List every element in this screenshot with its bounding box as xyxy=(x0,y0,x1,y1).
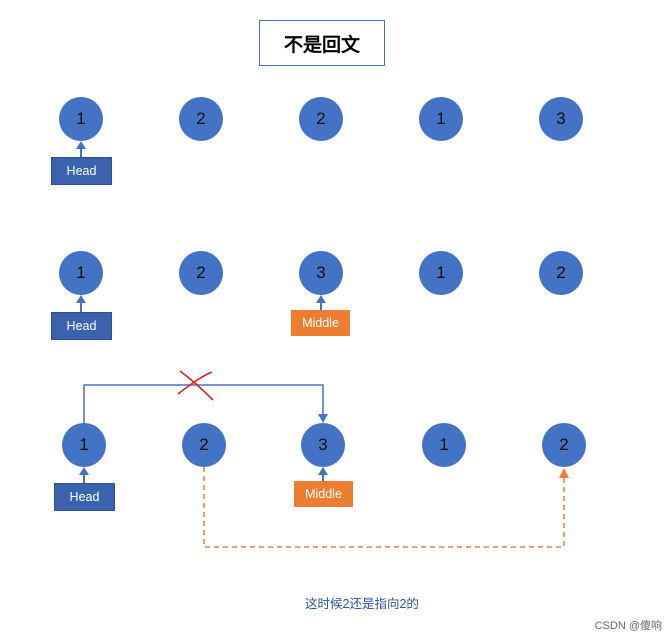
link-2-to-2-dashed-arrow xyxy=(203,467,569,548)
row3-node-3: 3 xyxy=(301,423,345,467)
row1-node-2: 2 xyxy=(179,97,223,141)
row2-node-4: 1 xyxy=(419,251,463,295)
row3-node-4: 1 xyxy=(422,423,466,467)
row3-node-1: 1 xyxy=(62,423,106,467)
row2-node-1: 1 xyxy=(59,251,103,295)
link-1-to-3-arrow xyxy=(83,384,328,424)
row3-node-5: 2 xyxy=(542,423,586,467)
row1-node-1: 1 xyxy=(59,97,103,141)
row3-node-2: 2 xyxy=(182,423,226,467)
row3-middle-pointer-arrow xyxy=(318,467,328,481)
row3-head-pointer-arrow xyxy=(79,467,89,483)
page-title: 不是回文 xyxy=(259,20,385,66)
row3-middle-tag: Middle xyxy=(294,481,353,507)
cross-mark xyxy=(177,370,214,401)
row2-head-tag: Head xyxy=(51,312,112,340)
row1-head-pointer-arrow xyxy=(76,141,86,158)
row1-node-5: 3 xyxy=(539,97,583,141)
row2-node-5: 2 xyxy=(539,251,583,295)
row1-node-3: 2 xyxy=(299,97,343,141)
caption: 这时候2还是指向2的 xyxy=(305,597,419,611)
watermark: CSDN @傻响 xyxy=(594,620,662,632)
row3-head-tag: Head xyxy=(54,483,115,511)
row1-node-4: 1 xyxy=(419,97,463,141)
row2-node-2: 2 xyxy=(179,251,223,295)
row2-middle-tag: Middle xyxy=(291,310,350,336)
row2-head-pointer-arrow xyxy=(76,295,86,312)
row2-middle-pointer-arrow xyxy=(316,295,326,310)
row1-head-tag: Head xyxy=(51,157,112,185)
row2-node-3: 3 xyxy=(299,251,343,295)
